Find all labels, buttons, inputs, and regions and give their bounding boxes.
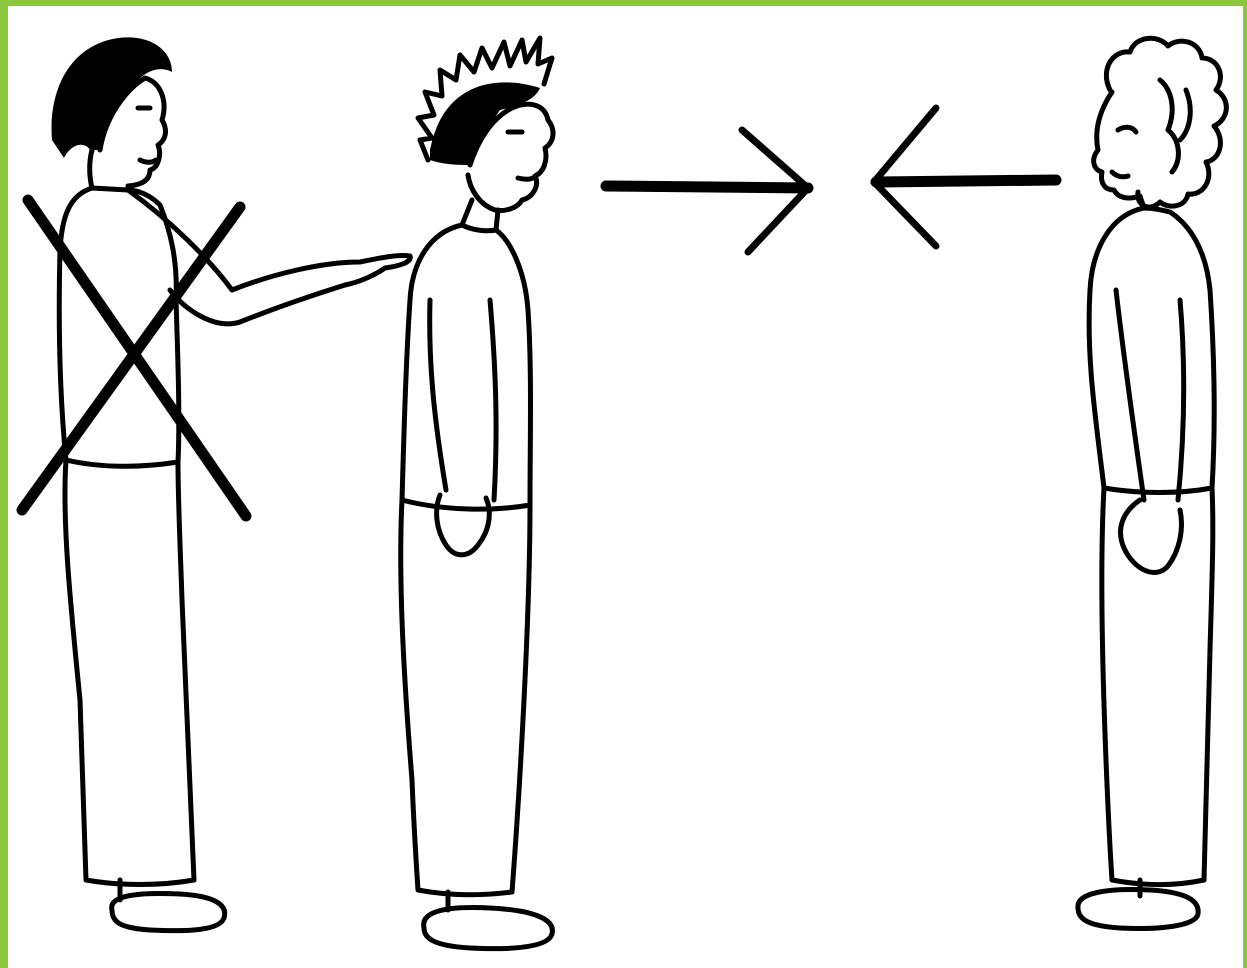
hands xyxy=(437,495,490,555)
right-person-figure xyxy=(1078,38,1226,928)
shoe xyxy=(112,893,225,930)
shoe xyxy=(424,908,553,949)
arrow-left-icon xyxy=(874,108,1056,246)
curly-hair xyxy=(1106,38,1226,207)
torso xyxy=(402,225,531,509)
legs xyxy=(401,500,530,895)
arrow-right-icon xyxy=(606,130,808,252)
arm xyxy=(430,300,446,490)
middle-person-figure xyxy=(401,38,553,949)
arm xyxy=(1116,290,1144,500)
pointing-person-figure xyxy=(22,37,410,930)
torso xyxy=(1089,208,1214,493)
hands xyxy=(1121,500,1182,572)
legs xyxy=(1102,488,1213,885)
dark-hair xyxy=(52,37,172,158)
legs xyxy=(65,460,194,885)
